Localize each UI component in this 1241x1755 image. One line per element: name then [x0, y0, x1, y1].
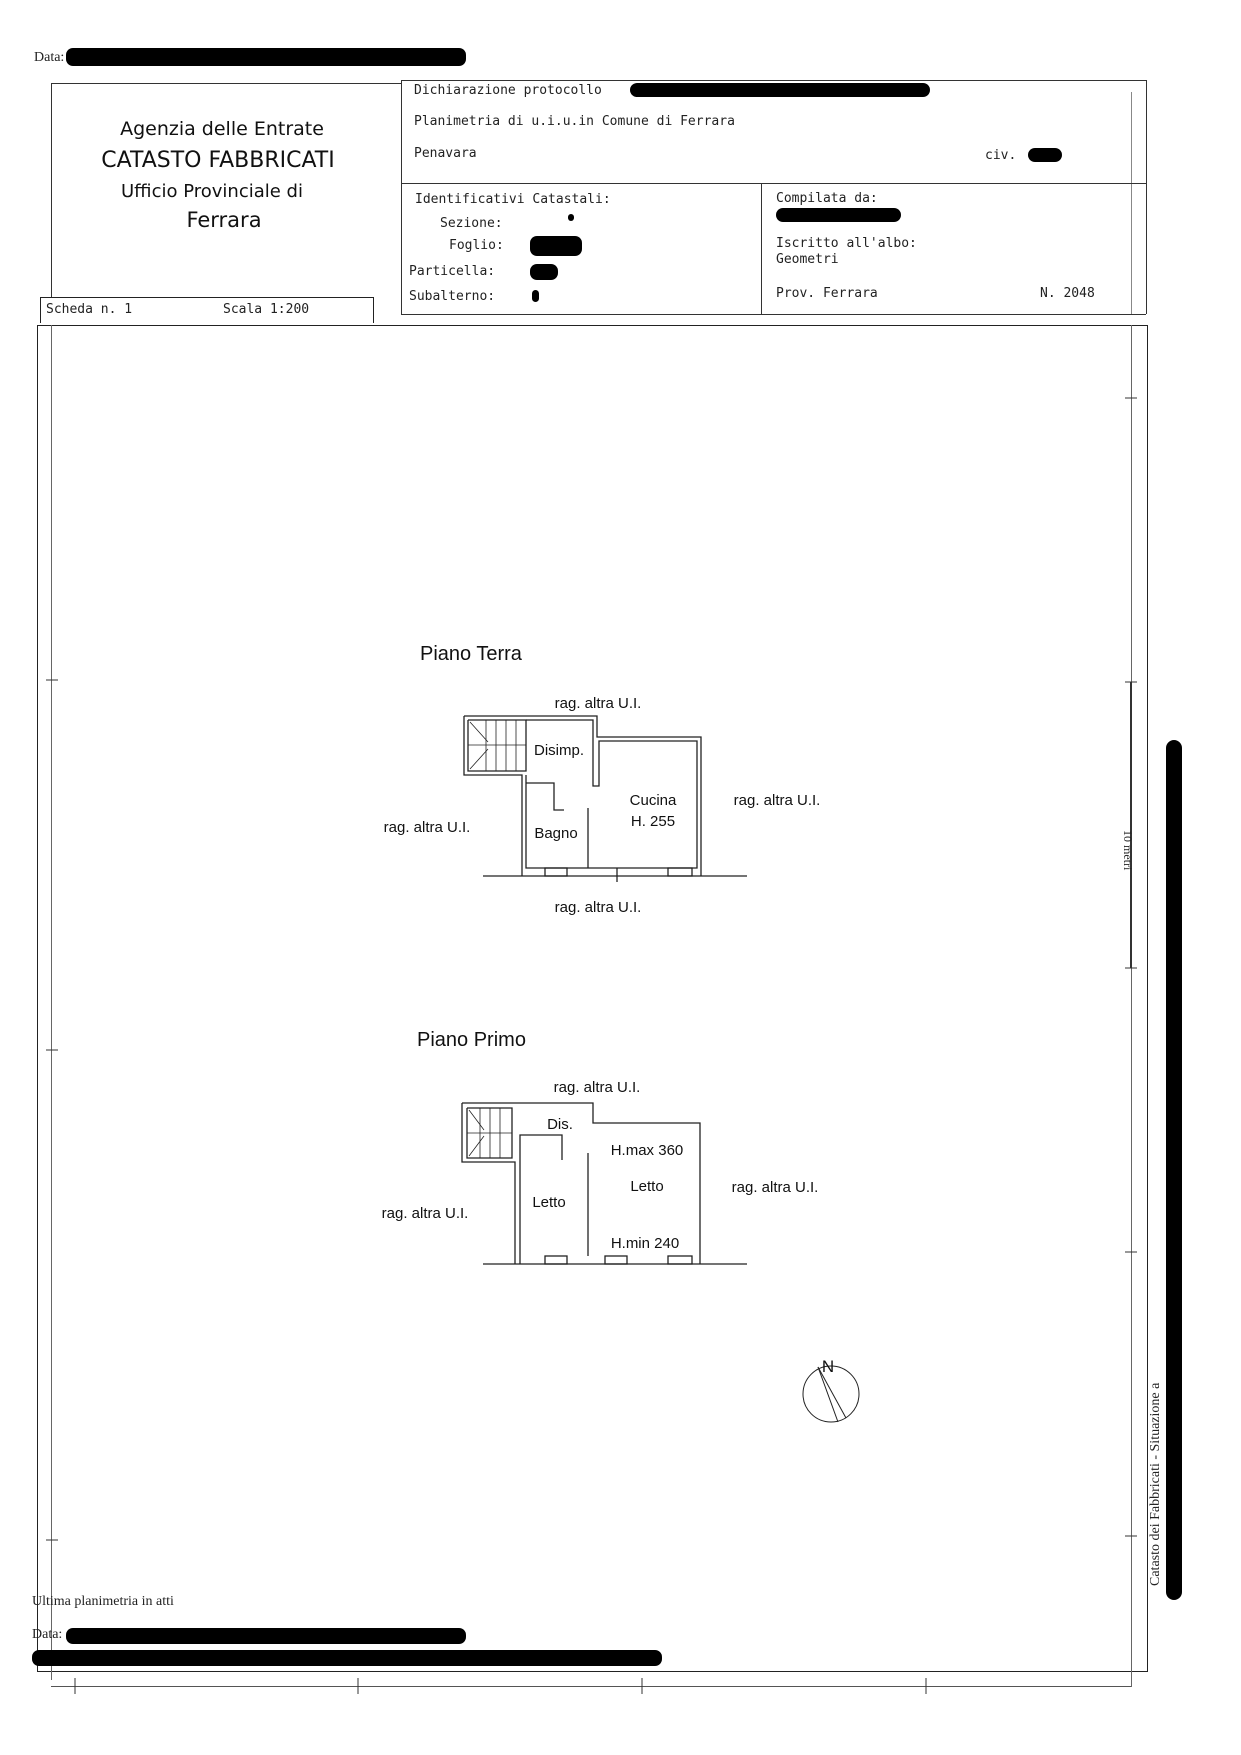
redaction-side: [1166, 740, 1182, 1600]
redaction-sezione: [568, 214, 574, 221]
frame-inner-right: [1131, 325, 1132, 1687]
footer-data-label: Data:: [32, 1627, 63, 1642]
first-floor-title: Piano Primo: [417, 1029, 526, 1051]
neighbor-label: rag. altra U.I.: [555, 899, 642, 916]
redaction-footer-2: [32, 1650, 662, 1666]
identifiers-title: Identificativi Catastali:: [415, 192, 611, 207]
room-label: Bagno: [534, 825, 577, 842]
decl-box-bottom: [401, 314, 1146, 315]
redaction-protocol: [630, 83, 930, 97]
register-label: Iscritto all'albo:: [776, 236, 917, 251]
sezione-label: Sezione:: [440, 216, 503, 231]
civ-label: civ.: [985, 148, 1017, 163]
planimetry-text: Planimetria di u.i.u.in Comune di Ferrar…: [414, 114, 735, 129]
room-label: Cucina: [630, 792, 677, 809]
redaction-top: [66, 48, 466, 66]
protocol-label: Dichiarazione protocollo: [414, 83, 602, 98]
room-height-min: H.min 240: [611, 1235, 679, 1252]
sheet-box: [40, 297, 374, 323]
frame-ticks: [46, 397, 1137, 1694]
province-label: Prov. Ferrara: [776, 286, 878, 301]
neighbor-label: rag. altra U.I.: [382, 1205, 469, 1222]
drawing-frame: [37, 325, 1148, 1672]
bottom-ruler: [51, 1686, 1131, 1687]
office-line1: Agenzia delle Entrate: [120, 118, 324, 140]
ground-floor-labels: Piano Terra rag. altra U.I. rag. altra U…: [384, 643, 821, 916]
decl-box-right: [1146, 80, 1147, 314]
room-height-max: H.max 360: [611, 1142, 684, 1159]
compass-north-label: N: [822, 1357, 834, 1376]
decl-box-top: [401, 80, 1146, 81]
first-floor-labels: Piano Primo rag. altra U.I. rag. altra U…: [382, 1029, 819, 1252]
room-height: H. 255: [631, 813, 675, 830]
foglio-label: Foglio:: [449, 238, 504, 253]
subalterno-label: Subalterno:: [409, 289, 496, 304]
neighbor-label: rag. altra U.I.: [732, 1179, 819, 1196]
ground-floor-plan: [463, 715, 747, 882]
redaction-footer-1: [66, 1628, 466, 1644]
sheet-scale: Scala 1:200: [223, 302, 310, 317]
decl-box-vsplit: [761, 183, 762, 314]
neighbor-label: rag. altra U.I.: [555, 695, 642, 712]
sheet-number: Scheda n. 1: [46, 302, 133, 317]
footer-last-plan: Ultima planimetria in atti: [32, 1594, 174, 1609]
redaction-foglio: [530, 236, 582, 256]
street-name: Penavara: [414, 146, 477, 161]
side-text: Catasto dei Fabbricati - Situazione a: [1148, 1382, 1163, 1586]
top-stamp-label: Data:: [34, 50, 65, 65]
room-label: Disimp.: [534, 742, 584, 759]
neighbor-label: rag. altra U.I.: [384, 819, 471, 836]
decl-box-left: [401, 80, 402, 314]
ground-floor-title: Piano Terra: [420, 643, 523, 665]
room-label: Dis.: [547, 1116, 573, 1133]
decl-box-split: [401, 183, 1146, 184]
office-line3: Ufficio Provinciale di: [121, 181, 303, 202]
scale-bar-label: 10 metri: [1121, 830, 1135, 871]
decl-box-inner-right: [1131, 92, 1132, 314]
first-floor-plan: [461, 1102, 747, 1265]
office-box-top: [51, 83, 401, 84]
redaction-subalterno: [532, 290, 539, 302]
neighbor-label: rag. altra U.I.: [734, 792, 821, 809]
frame-inner-left: [51, 325, 52, 1680]
register-number: N. 2048: [1040, 286, 1095, 301]
office-line4: Ferrara: [186, 208, 262, 232]
office-line2: CATASTO FABBRICATI: [101, 148, 335, 173]
redaction-compiler: [776, 208, 901, 222]
room-label: Letto: [630, 1178, 663, 1195]
office-box-left: [51, 83, 52, 297]
redaction-particella: [530, 264, 558, 280]
room-label: Letto: [532, 1194, 565, 1211]
redaction-civ: [1028, 148, 1062, 162]
compiler-title: Compilata da:: [776, 191, 878, 206]
north-compass-icon: N: [802, 1357, 860, 1423]
particella-label: Particella:: [409, 264, 496, 279]
neighbor-label: rag. altra U.I.: [554, 1079, 641, 1096]
register-value: Geometri: [776, 252, 839, 267]
